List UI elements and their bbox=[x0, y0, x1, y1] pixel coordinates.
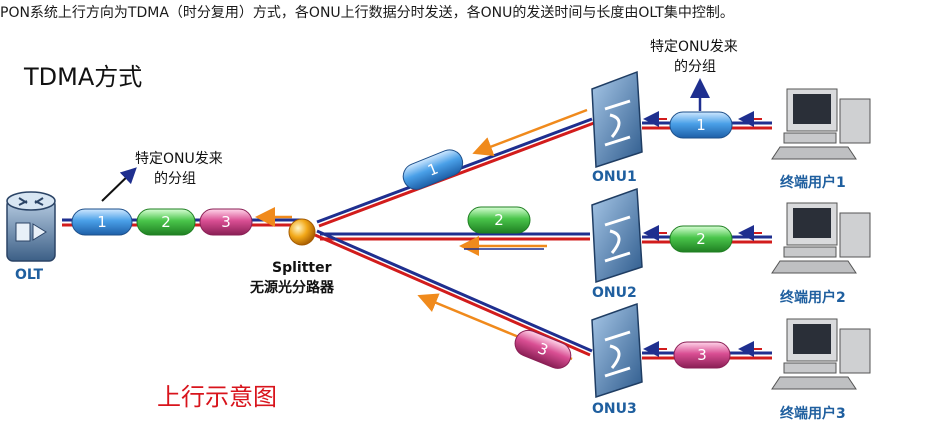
splitter-node bbox=[288, 218, 316, 246]
footer-label: 上行示意图 bbox=[157, 383, 277, 411]
onu2-device bbox=[591, 187, 643, 284]
onu1-group-note-line2: 的分组 bbox=[674, 59, 716, 75]
group-note-line1: 特定ONU发来 bbox=[135, 151, 223, 167]
group-note-line2: 的分组 bbox=[154, 171, 196, 187]
tdma-diagram: TDMA方式 bbox=[6, 39, 871, 422]
svg-text:2: 2 bbox=[696, 230, 706, 248]
svg-text:1: 1 bbox=[97, 213, 107, 231]
trunk-packet-1: 1 bbox=[71, 208, 133, 236]
trunk-packet-2: 2 bbox=[136, 208, 196, 236]
svg-text:1: 1 bbox=[696, 116, 706, 134]
diagram-title: TDMA方式 bbox=[23, 63, 142, 91]
onu1-device bbox=[591, 70, 643, 169]
branch-fiber-onu2 bbox=[320, 232, 590, 241]
user2-label: 终端用户2 bbox=[780, 289, 846, 306]
onu1-group-note-line1: 特定ONU发来 bbox=[650, 39, 738, 55]
branch-packet-3: 3 bbox=[514, 329, 572, 369]
user2-computer-icon bbox=[771, 202, 871, 274]
user3-label: 终端用户3 bbox=[780, 405, 846, 422]
splitter-sublabel: 无源光分路器 bbox=[249, 279, 335, 296]
onu3-device bbox=[591, 302, 643, 399]
branch-packet-2: 2 bbox=[467, 206, 531, 234]
onu3-label: ONU3 bbox=[592, 401, 637, 417]
onu1-label: ONU1 bbox=[592, 169, 637, 185]
olt-label: OLT bbox=[15, 267, 44, 283]
user-packet-2: 2 bbox=[669, 225, 733, 253]
user-packet-3: 3 bbox=[673, 341, 731, 369]
diagram-panel: TDMA方式 bbox=[2, 27, 877, 432]
splitter-label: Splitter bbox=[272, 260, 332, 276]
olt-device bbox=[6, 191, 56, 262]
upstream-arrow bbox=[255, 108, 762, 361]
onu2-label: ONU2 bbox=[592, 285, 637, 301]
user1-computer-icon bbox=[771, 88, 871, 160]
caption-text: PON系统上行方向为TDMA（时分复用）方式，各ONU上行数据分时发送，各ONU… bbox=[0, 5, 734, 21]
svg-text:2: 2 bbox=[161, 213, 171, 231]
svg-text:3: 3 bbox=[221, 213, 231, 231]
group-pointer-arrow bbox=[101, 167, 137, 202]
user1-label: 终端用户1 bbox=[780, 174, 846, 191]
branch-fiber-onu3 bbox=[314, 229, 593, 357]
user3-computer-icon bbox=[771, 318, 871, 390]
trunk-packet-3: 3 bbox=[199, 208, 253, 236]
branch-packet-1: 1 bbox=[402, 149, 464, 190]
svg-text:2: 2 bbox=[494, 211, 504, 229]
svg-text:3: 3 bbox=[697, 346, 707, 364]
user-packet-1: 1 bbox=[669, 111, 733, 139]
